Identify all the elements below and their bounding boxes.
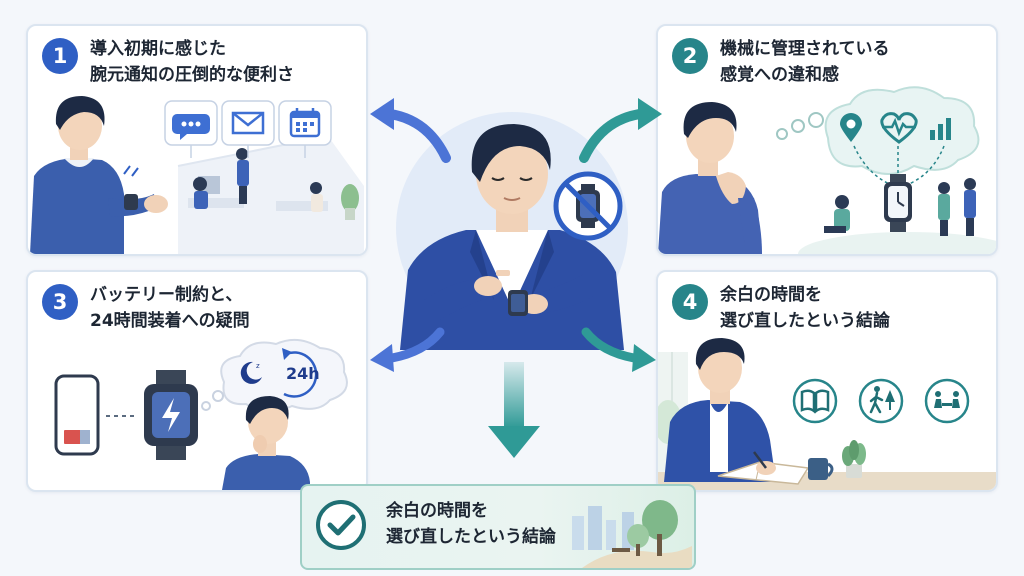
panel-2-title: 機械に管理されている 感覚への違和感 — [720, 36, 890, 88]
panel-2: 2 機械に管理されている 感覚への違和感 — [656, 24, 998, 256]
no-watch-icon — [553, 171, 623, 241]
panel-1-title-line2: 腕元通知の圧倒的な便利さ — [90, 65, 294, 85]
panel-3-title-line2: 24時間装着への疑問 — [90, 311, 250, 331]
svg-text:z: z — [256, 362, 260, 370]
calendar-icon — [278, 100, 332, 146]
panel-3-illustration — [54, 338, 348, 490]
panel-4: 4 余白の時間を 選び直したという結論 — [656, 270, 998, 492]
panel-4-title-line2: 選び直したという結論 — [720, 311, 890, 331]
mail-icon — [221, 100, 275, 146]
panel-4-title: 余白の時間を 選び直したという結論 — [720, 282, 890, 334]
step-number-1: 1 — [42, 38, 78, 74]
panel-2-title-line2: 感覚への違和感 — [720, 65, 839, 85]
panel-1-title-line1: 導入初期に感じた — [90, 39, 226, 59]
step-number-4: 4 — [672, 284, 708, 320]
panel-4-illustration — [658, 338, 996, 490]
step-number-3: 3 — [42, 284, 78, 320]
conversation-icon — [924, 378, 970, 424]
location-pin-icon — [840, 113, 862, 142]
heartbeat-icon — [880, 112, 918, 144]
bar-chart-icon — [930, 118, 951, 140]
arrow-to-conclusion — [488, 362, 540, 458]
panel-3-title: バッテリー制約と、 24時間装着への疑問 — [90, 282, 250, 334]
panel-3: 3 バッテリー制約と、 24時間装着への疑問 z 24h — [26, 270, 368, 492]
conclusion-line2: 選び直したという結論 — [386, 527, 556, 547]
arrow-to-panel-3 — [370, 327, 445, 372]
panel-2-illustration — [658, 86, 996, 254]
panel-1-title: 導入初期に感じた 腕元通知の圧倒的な便利さ — [90, 36, 294, 88]
walking-icon — [858, 378, 904, 424]
conclusion-line1: 余白の時間を — [386, 501, 488, 521]
conclusion-box: 余白の時間を 選び直したという結論 — [300, 484, 696, 570]
panel-3-title-line1: バッテリー制約と、 — [90, 285, 243, 305]
arrow-to-panel-2 — [579, 98, 662, 163]
panel-1-illustration — [30, 96, 364, 254]
park-scenery — [572, 500, 692, 568]
panel-4-title-line1: 余白の時間を — [720, 285, 822, 305]
step-number-2: 2 — [672, 38, 708, 74]
panel-1: 1 導入初期に感じた 腕元通知の圧倒的な便利さ — [26, 24, 368, 256]
chat-bubble-icon — [164, 100, 218, 146]
conclusion-text: 余白の時間を 選び直したという結論 — [386, 498, 556, 550]
arrow-to-panel-4 — [581, 327, 656, 372]
arrow-to-panel-1 — [370, 98, 451, 163]
hours-24-badge: 24h — [286, 364, 320, 383]
moon-icon: z — [240, 361, 262, 384]
check-circle-icon — [316, 500, 366, 550]
book-icon — [792, 378, 838, 424]
panel-2-title-line1: 機械に管理されている — [720, 39, 890, 59]
center-figure — [396, 112, 628, 350]
